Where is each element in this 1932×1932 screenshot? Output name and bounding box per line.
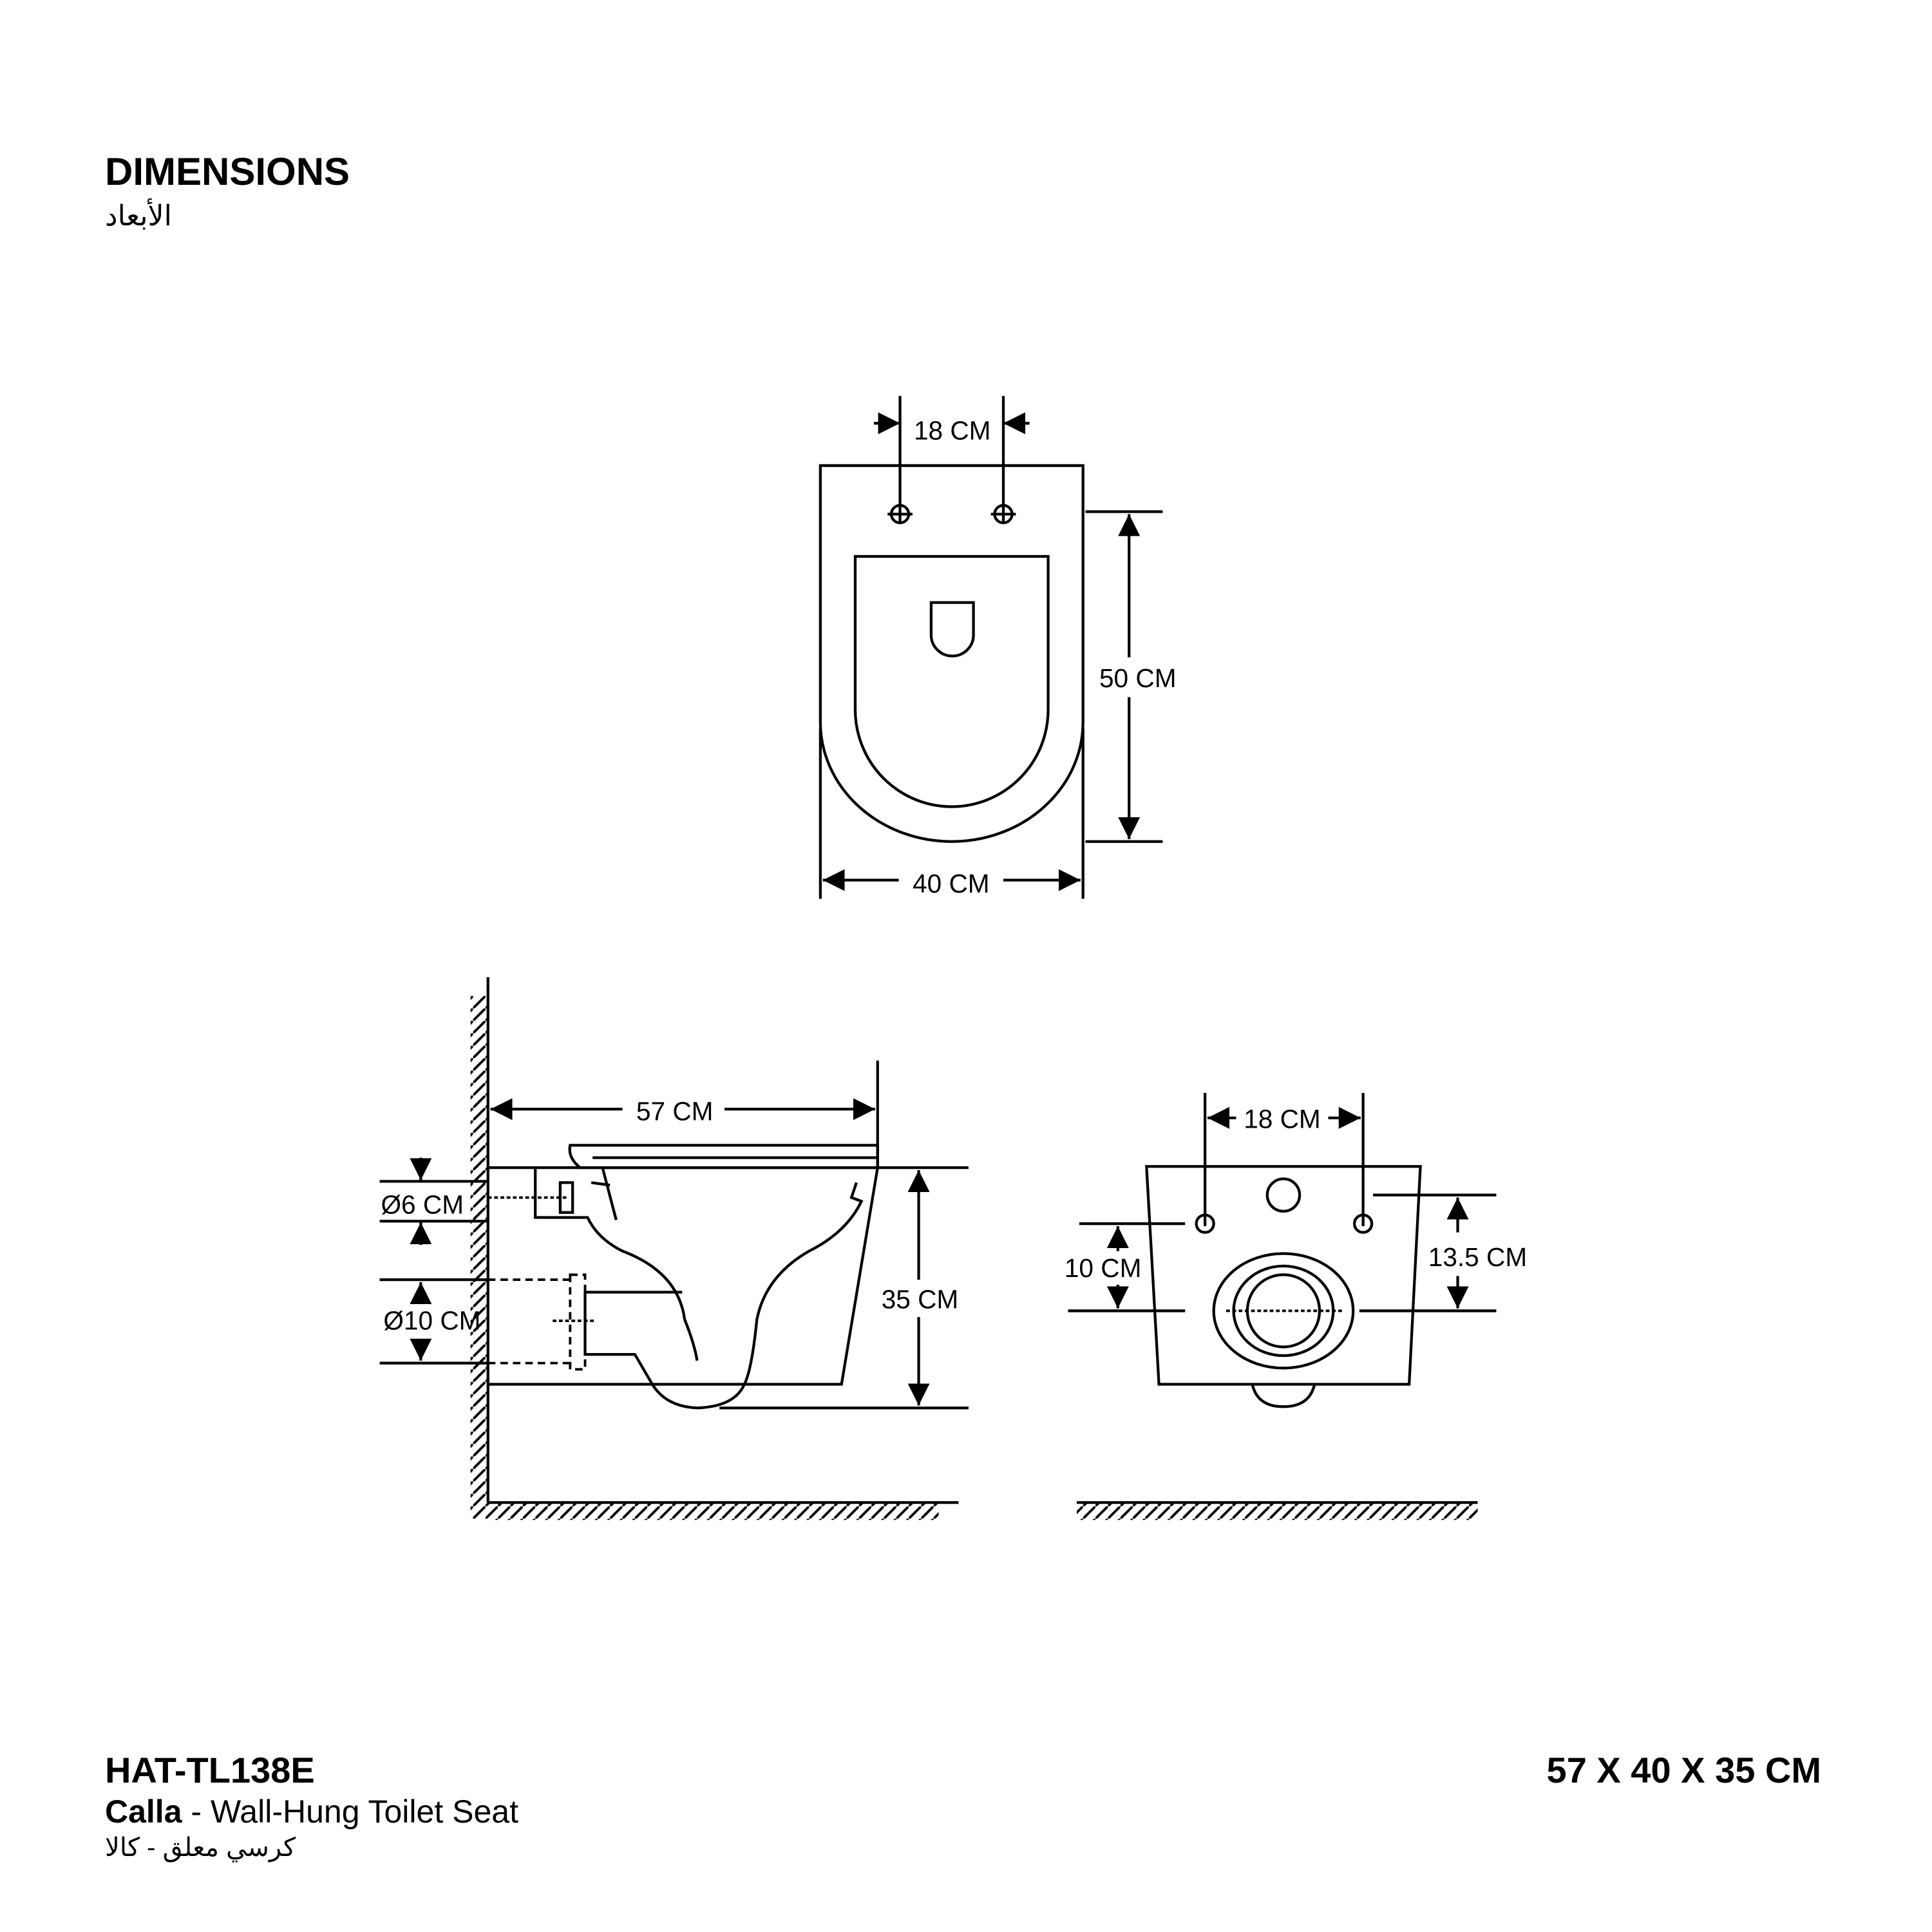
- product-description: Calla - Wall-Hung Toilet Seat: [105, 1793, 518, 1830]
- front-hole-spacing-label: 18 CM: [1244, 1104, 1321, 1133]
- product-type: Wall-Hung Toilet Seat: [210, 1794, 518, 1830]
- front-view: 18 CM 10 CM 13.5 CM: [1065, 1093, 1527, 1520]
- product-model: HAT-TL138E: [105, 1750, 315, 1790]
- page-title-arabic: الأبعاد: [105, 200, 172, 232]
- hole-to-outlet-label: 10 CM: [1065, 1253, 1142, 1283]
- bowl-profile: [534, 1167, 864, 1410]
- bowl-outline: [819, 464, 1084, 843]
- inlet-diameter-label: Ø6 CM: [381, 1190, 464, 1220]
- wall-hatch: [470, 996, 488, 1519]
- seat-lid: [568, 1144, 879, 1170]
- bowl-back: [488, 1167, 879, 1386]
- side-view: 57 CM 35 CM Ø6 CM Ø10 CM: [379, 977, 971, 1520]
- top-view: 18 CM 50 CM 40 CM: [819, 395, 1186, 899]
- page-title: DIMENSIONS: [105, 150, 350, 193]
- top-length-label: 50 CM: [1099, 663, 1177, 693]
- side-depth-label: 57 CM: [636, 1097, 714, 1126]
- product-name: Calla: [105, 1794, 182, 1830]
- inlet-to-outlet-label: 13.5 CM: [1428, 1242, 1527, 1272]
- outlet-diameter-label: Ø10 CM: [383, 1305, 480, 1335]
- floor-hatch: [488, 1502, 939, 1520]
- water-inlet: [1265, 1177, 1302, 1213]
- separator: -: [182, 1794, 211, 1830]
- waste-outlet: [1212, 1252, 1355, 1370]
- side-height-label: 35 CM: [882, 1285, 959, 1314]
- floor-hatch: [1077, 1502, 1478, 1520]
- overall-dimensions: 57 X 40 X 35 CM: [1546, 1750, 1821, 1790]
- product-name-arabic: كرسي معلق - كالا: [105, 1833, 296, 1862]
- flush-outlet: [929, 601, 975, 658]
- bowl-inner: [853, 554, 1050, 808]
- top-hole-spacing-label: 18 CM: [914, 415, 991, 445]
- top-width-label: 40 CM: [913, 869, 990, 898]
